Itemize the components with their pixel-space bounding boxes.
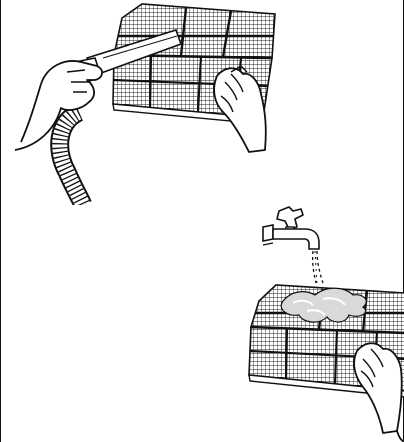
vacuum-filter-panel bbox=[1, 0, 404, 205]
vacuum-hose bbox=[60, 112, 83, 205]
wash-filter-illustration bbox=[1, 205, 404, 442]
water-tap bbox=[263, 207, 319, 249]
wash-filter-panel bbox=[1, 205, 404, 442]
vacuum-filter-illustration bbox=[1, 0, 404, 205]
water-stream bbox=[313, 251, 323, 285]
